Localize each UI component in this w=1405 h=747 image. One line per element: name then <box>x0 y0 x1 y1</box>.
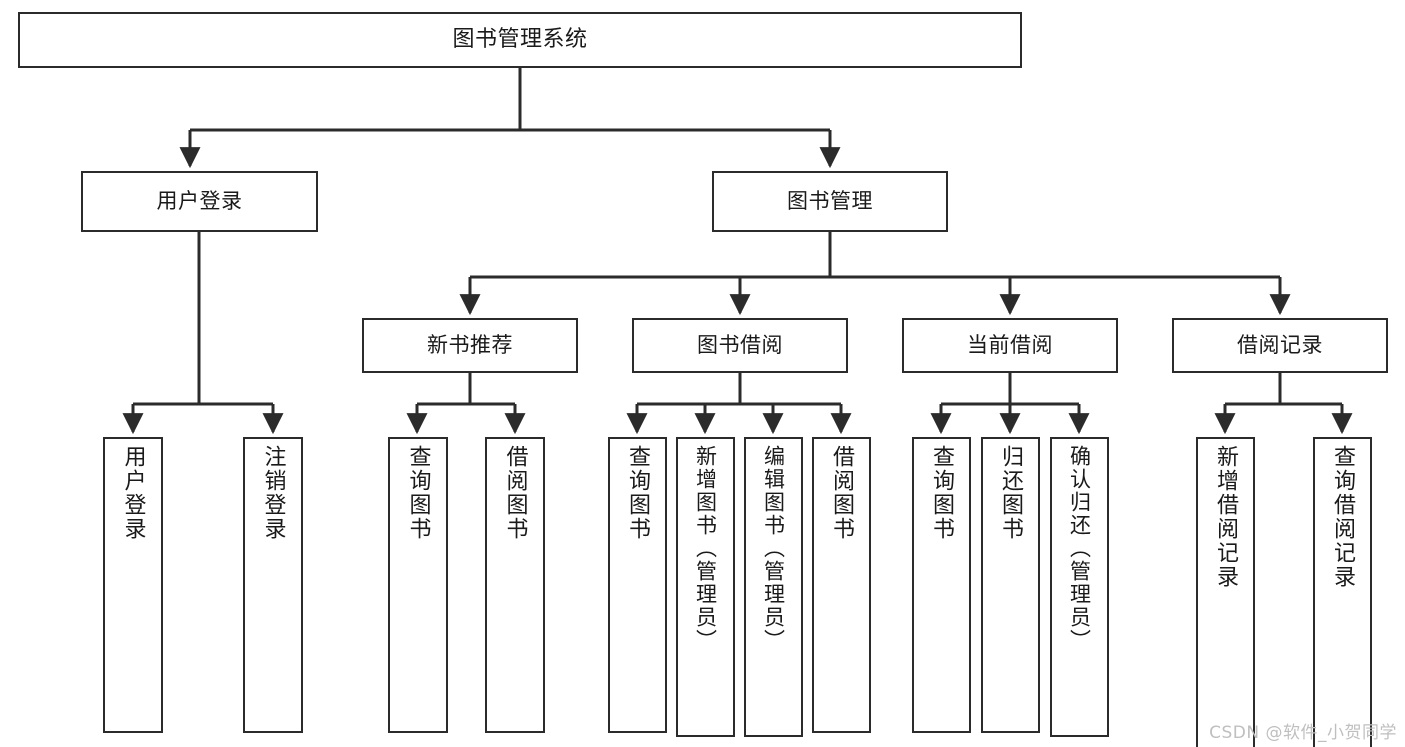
node-leaf-confirm-return-admin-label: 确认归还（管理员） <box>1067 445 1092 652</box>
node-leaf-confirm-return-admin[interactable]: 确认归还（管理员） <box>1050 437 1109 737</box>
node-user-login-label: 用户登录 <box>156 189 243 214</box>
node-leaf-borrow-book-2[interactable]: 借阅图书 <box>812 437 871 733</box>
node-leaf-user-login-label: 用户登录 <box>120 445 146 541</box>
node-book-borrow-label: 图书借阅 <box>697 333 783 358</box>
node-leaf-add-borrow-record[interactable]: 新增借阅记录 <box>1196 437 1255 747</box>
node-current-borrow-label: 当前借阅 <box>967 333 1053 358</box>
node-leaf-borrow-book-2-label: 借阅图书 <box>829 445 855 541</box>
node-leaf-query-book-3-label: 查询图书 <box>929 445 955 541</box>
node-borrow-record-label: 借阅记录 <box>1237 333 1323 358</box>
node-borrow-record[interactable]: 借阅记录 <box>1172 318 1388 373</box>
node-leaf-edit-book-admin[interactable]: 编辑图书（管理员） <box>744 437 803 737</box>
node-leaf-query-borrow-record[interactable]: 查询借阅记录 <box>1313 437 1372 747</box>
node-leaf-query-borrow-record-label: 查询借阅记录 <box>1330 445 1356 589</box>
node-leaf-add-book-admin-label: 新增图书（管理员） <box>693 445 718 652</box>
node-book-management[interactable]: 图书管理 <box>712 171 948 232</box>
node-user-login[interactable]: 用户登录 <box>81 171 318 232</box>
node-book-management-label: 图书管理 <box>787 189 873 214</box>
node-leaf-query-book-2[interactable]: 查询图书 <box>608 437 667 733</box>
node-leaf-add-borrow-record-label: 新增借阅记录 <box>1213 445 1239 589</box>
node-leaf-query-book-3[interactable]: 查询图书 <box>912 437 971 733</box>
node-leaf-user-login[interactable]: 用户登录 <box>103 437 163 733</box>
watermark: CSDN @软件_小贺同学 <box>1209 723 1397 743</box>
node-current-borrow[interactable]: 当前借阅 <box>902 318 1118 373</box>
node-leaf-add-book-admin[interactable]: 新增图书（管理员） <box>676 437 735 737</box>
node-root[interactable]: 图书管理系统 <box>18 12 1022 68</box>
node-book-borrow[interactable]: 图书借阅 <box>632 318 848 373</box>
node-root-label: 图书管理系统 <box>452 27 588 53</box>
node-leaf-query-book-1-label: 查询图书 <box>405 445 431 541</box>
node-leaf-borrow-book-1[interactable]: 借阅图书 <box>485 437 545 733</box>
node-leaf-query-book-1[interactable]: 查询图书 <box>388 437 448 733</box>
node-leaf-logout-login[interactable]: 注销登录 <box>243 437 303 733</box>
node-leaf-borrow-book-1-label: 借阅图书 <box>502 445 528 541</box>
node-leaf-return-book-label: 归还图书 <box>998 445 1024 541</box>
node-leaf-query-book-2-label: 查询图书 <box>625 445 651 541</box>
node-leaf-edit-book-admin-label: 编辑图书（管理员） <box>761 445 786 652</box>
node-leaf-logout-login-label: 注销登录 <box>260 445 286 541</box>
node-new-book-recommend[interactable]: 新书推荐 <box>362 318 578 373</box>
node-leaf-return-book[interactable]: 归还图书 <box>981 437 1040 733</box>
node-new-book-recommend-label: 新书推荐 <box>427 333 513 358</box>
